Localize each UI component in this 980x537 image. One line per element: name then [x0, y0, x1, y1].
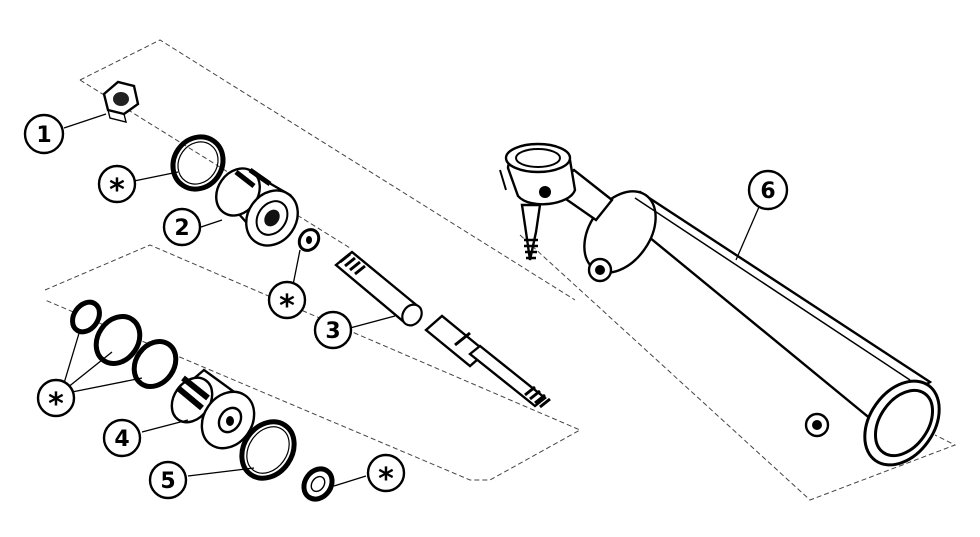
washer-small [297, 228, 321, 252]
callout-6: 6 [747, 169, 789, 211]
leader-lines [61, 113, 763, 487]
part-2-piston [215, 167, 299, 247]
callout-star-upper: * [97, 164, 137, 208]
callout-4: 4 [102, 418, 142, 458]
callout-4-label: 4 [114, 427, 129, 452]
callout-5: 5 [148, 460, 188, 500]
callout-6-label: 6 [760, 179, 775, 204]
callout-2-label: 2 [174, 216, 189, 241]
part-6-cylinder [499, 142, 941, 467]
part-4-gland [170, 368, 256, 450]
part-1-hex-nut [102, 80, 140, 123]
callout-star-left-label: * [48, 387, 64, 422]
callout-star-left: * [36, 378, 76, 422]
seal-rings-lower [70, 299, 179, 389]
part-5-retaining-ring [239, 419, 297, 481]
callout-2: 2 [162, 207, 202, 247]
callout-1: 1 [23, 113, 65, 155]
callout-star-middle: * [267, 280, 307, 324]
callout-3: 3 [313, 310, 353, 350]
callout-star-bottom-label: * [378, 462, 394, 497]
callout-1-label: 1 [36, 123, 51, 148]
callout-star-upper-label: * [109, 173, 125, 208]
callout-5-label: 5 [160, 469, 175, 494]
callout-3-label: 3 [325, 319, 340, 344]
callout-star-bottom: * [366, 453, 406, 497]
part-3-piston-rod [334, 250, 551, 409]
callout-star-middle-label: * [279, 289, 295, 324]
seal-small-bottom [301, 466, 335, 502]
o-ring-upper [170, 134, 226, 192]
